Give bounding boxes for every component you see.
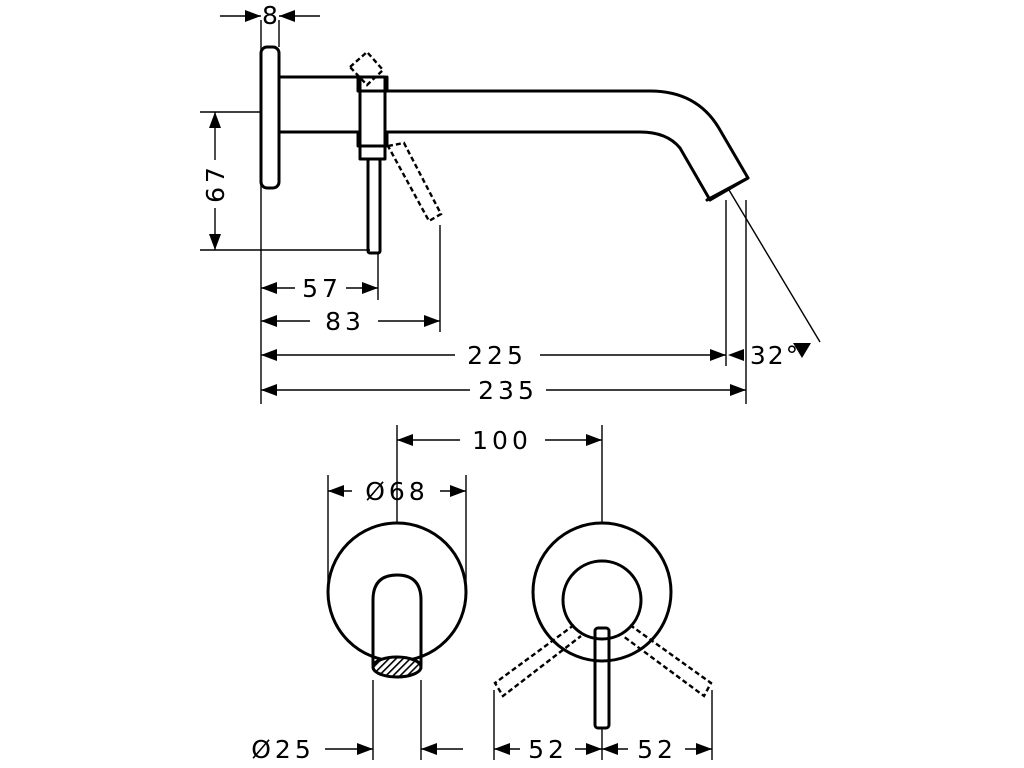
dim-235: 235 bbox=[478, 376, 538, 405]
spout-body bbox=[277, 75, 750, 202]
dim-8: 8 bbox=[262, 1, 278, 30]
spout-front bbox=[371, 573, 423, 667]
lever-alt-right bbox=[622, 624, 713, 698]
dim-32-deg: 32° bbox=[750, 341, 800, 370]
front-view: 100 Ø68 Ø25 52 52 bbox=[251, 425, 713, 764]
lever-alt-upper bbox=[348, 50, 385, 87]
dim-52-left: 52 bbox=[528, 735, 568, 764]
dim-57: 57 bbox=[302, 274, 342, 303]
spout-outlet bbox=[705, 176, 750, 202]
lever-alt-lower bbox=[386, 141, 443, 223]
dim-225: 225 bbox=[467, 341, 527, 370]
lever-arm bbox=[366, 157, 382, 255]
dim-dia-25: Ø25 bbox=[251, 735, 315, 764]
mixer-body bbox=[561, 559, 643, 641]
spout-outlet-front bbox=[371, 655, 423, 679]
dim-52-right: 52 bbox=[637, 735, 677, 764]
dim-67: 67 bbox=[201, 163, 230, 203]
wall-plate bbox=[259, 45, 281, 190]
dim-dia-68: Ø68 bbox=[365, 477, 429, 506]
spout-rosette bbox=[326, 521, 468, 663]
dim-83: 83 bbox=[325, 307, 365, 336]
lever-alt-left bbox=[493, 624, 582, 698]
side-view: 8 67 57 83 225 32° 235 bbox=[200, 1, 821, 405]
lever-front bbox=[593, 626, 611, 730]
dim-100: 100 bbox=[472, 426, 532, 455]
